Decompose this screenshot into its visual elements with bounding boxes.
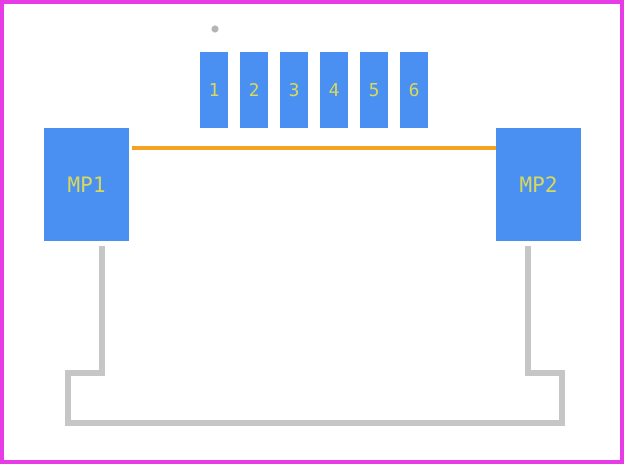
silkscreen-outline	[65, 246, 565, 426]
pad-5: 5	[360, 52, 388, 128]
pad-3: 3	[280, 52, 308, 128]
pad-2: 2	[240, 52, 268, 128]
pad-6: 6	[400, 52, 428, 128]
silkscreen-layer	[65, 25, 565, 426]
pad-1: 1	[200, 52, 228, 128]
pad-mp2: MP2	[496, 128, 581, 241]
pad-4: 4	[320, 52, 348, 128]
pin1-marker-dot	[211, 25, 219, 33]
pad-mp1: MP1	[44, 128, 129, 241]
